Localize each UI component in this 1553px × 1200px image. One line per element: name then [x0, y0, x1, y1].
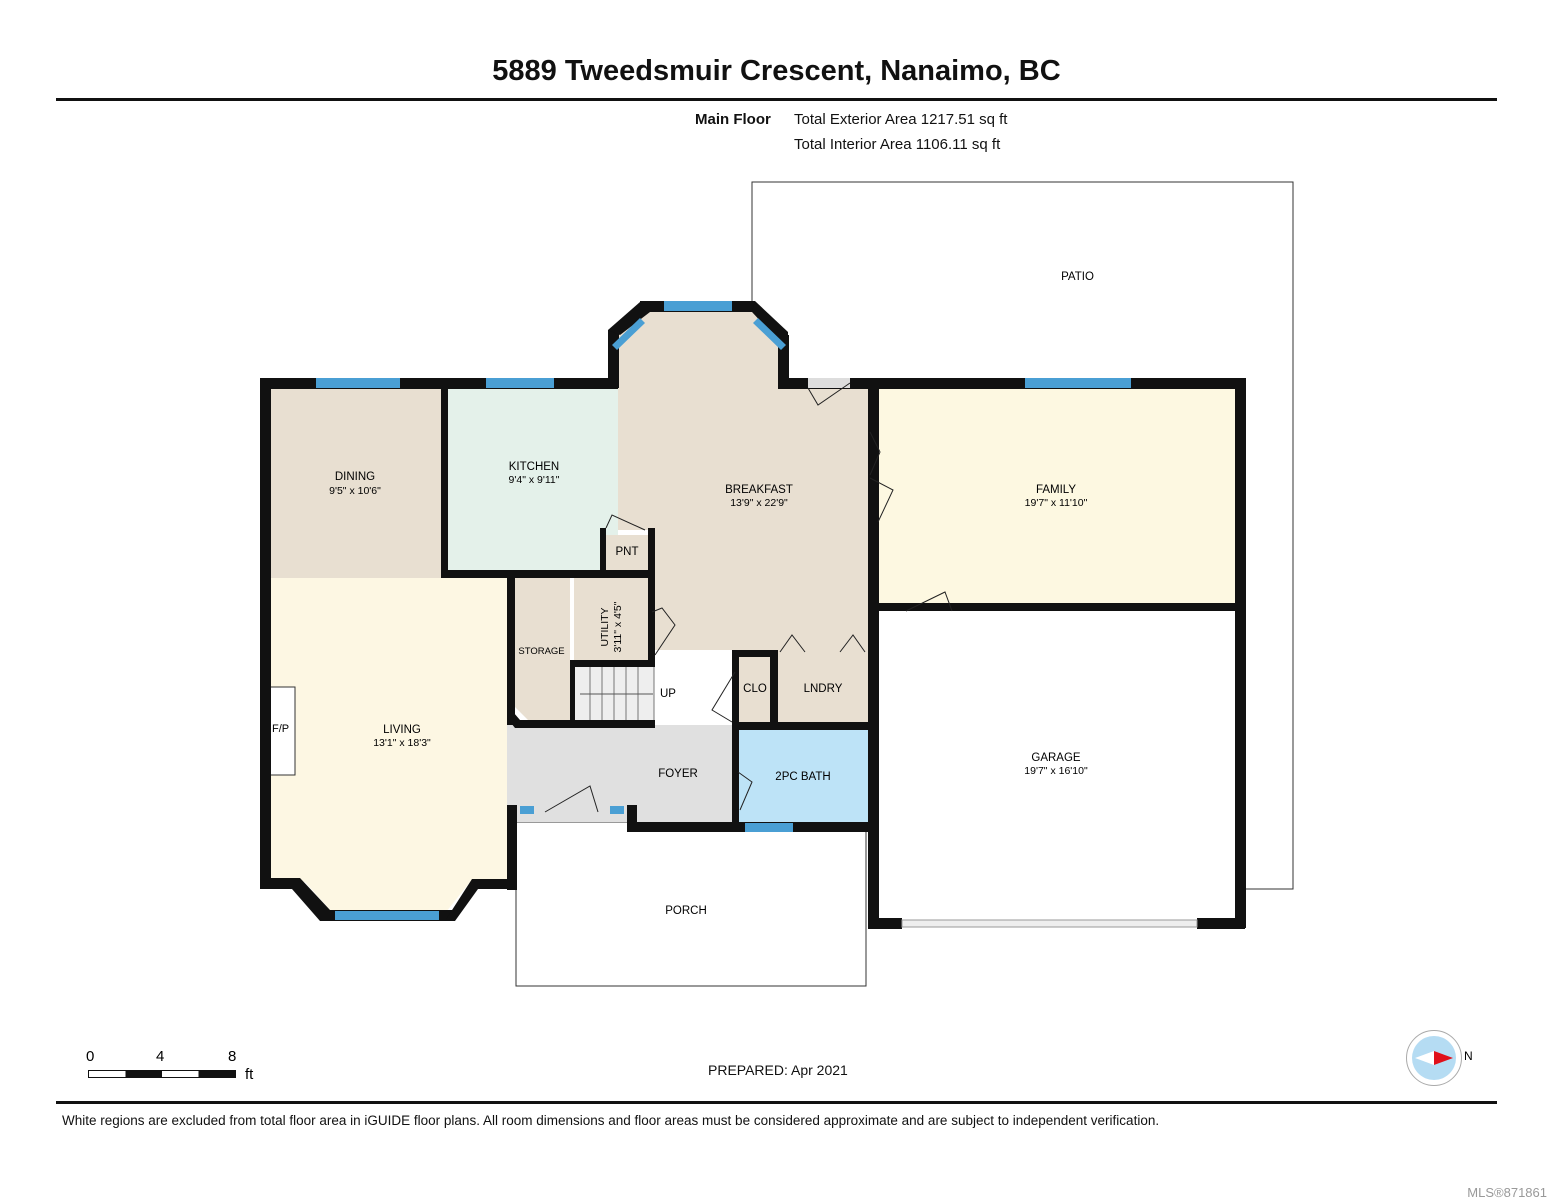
- footer-divider: [56, 1101, 1497, 1104]
- laundry-room: [778, 658, 868, 722]
- living-dims: 13'1" x 18'3": [373, 737, 431, 749]
- breakfast-dims: 13'9" x 22'9": [730, 497, 788, 509]
- windows: [316, 301, 1131, 920]
- breakfast-label: BREAKFAST: [725, 484, 793, 496]
- doors: [544, 378, 953, 813]
- bath-room: [738, 730, 868, 822]
- utility-dims: 3'11" x 4'5": [612, 601, 624, 653]
- scale-tick-8: 8: [228, 1048, 237, 1065]
- fireplace-label: F/P: [272, 723, 290, 735]
- breakfast-room: [618, 310, 868, 725]
- closet-label: CLO: [743, 683, 767, 695]
- compass: [1406, 1030, 1462, 1086]
- scale-bar-graphic: [88, 1070, 236, 1078]
- utility-name: UTILITY: [599, 607, 611, 647]
- kitchen-room: [446, 388, 618, 572]
- prepared-date: PREPARED: Apr 2021: [708, 1062, 848, 1078]
- storage-room: [513, 578, 570, 722]
- dining-dims: 9'5" x 10'6": [329, 485, 381, 497]
- garage-label: GARAGE: [1031, 752, 1081, 764]
- floor-name: Main Floor: [695, 111, 771, 128]
- scale-tick-0: 0: [86, 1048, 95, 1065]
- north-arrow-icon: [1415, 1051, 1453, 1065]
- title-divider: [56, 98, 1497, 101]
- walls: [260, 301, 1246, 929]
- pantry-label: PNT: [615, 546, 639, 558]
- living-room: [270, 578, 507, 912]
- compass-north-label: N: [1464, 1049, 1473, 1063]
- fireplace: [269, 686, 296, 776]
- disclaimer: White regions are excluded from total fl…: [62, 1113, 1160, 1128]
- porch-outline: [515, 821, 867, 987]
- dining-label: DINING: [334, 471, 376, 483]
- laundry-label: LNDRY: [803, 683, 843, 695]
- utility-room: [574, 578, 650, 660]
- closet-room: [740, 658, 772, 722]
- interior-area: Total Interior Area 1106.11 sq ft: [794, 136, 1001, 153]
- foyer-label: FOYER: [658, 768, 698, 780]
- garage-door: [901, 919, 1198, 928]
- garage-dims: 19'7" x 16'10": [1024, 765, 1088, 777]
- pantry-room: [603, 535, 651, 571]
- kitchen-label: KITCHEN: [508, 461, 560, 473]
- mls-number: MLS®871861: [1467, 1185, 1547, 1200]
- dining-room: [270, 388, 442, 580]
- stairs-up-label: UP: [660, 688, 676, 700]
- family-label: FAMILY: [1035, 484, 1077, 496]
- exterior-area: Total Exterior Area 1217.51 sq ft: [794, 111, 1008, 128]
- patio-label: PATIO: [1061, 271, 1094, 283]
- family-dims: 19'7" x 11'10": [1024, 497, 1088, 509]
- foyer-room: [507, 725, 735, 822]
- porch-label: PORCH: [665, 905, 707, 917]
- kitchen-dims: 9'4" x 9'11": [508, 474, 560, 486]
- scale-tick-4: 4: [156, 1048, 165, 1065]
- scale-unit: ft: [245, 1066, 254, 1083]
- page-title: 5889 Tweedsmuir Crescent, Nanaimo, BC: [492, 55, 1061, 87]
- family-room: [878, 388, 1235, 606]
- patio-outline: [751, 181, 1294, 890]
- storage-label: STORAGE: [518, 646, 565, 657]
- bath-label: 2PC BATH: [775, 771, 831, 783]
- living-label: LIVING: [383, 724, 421, 736]
